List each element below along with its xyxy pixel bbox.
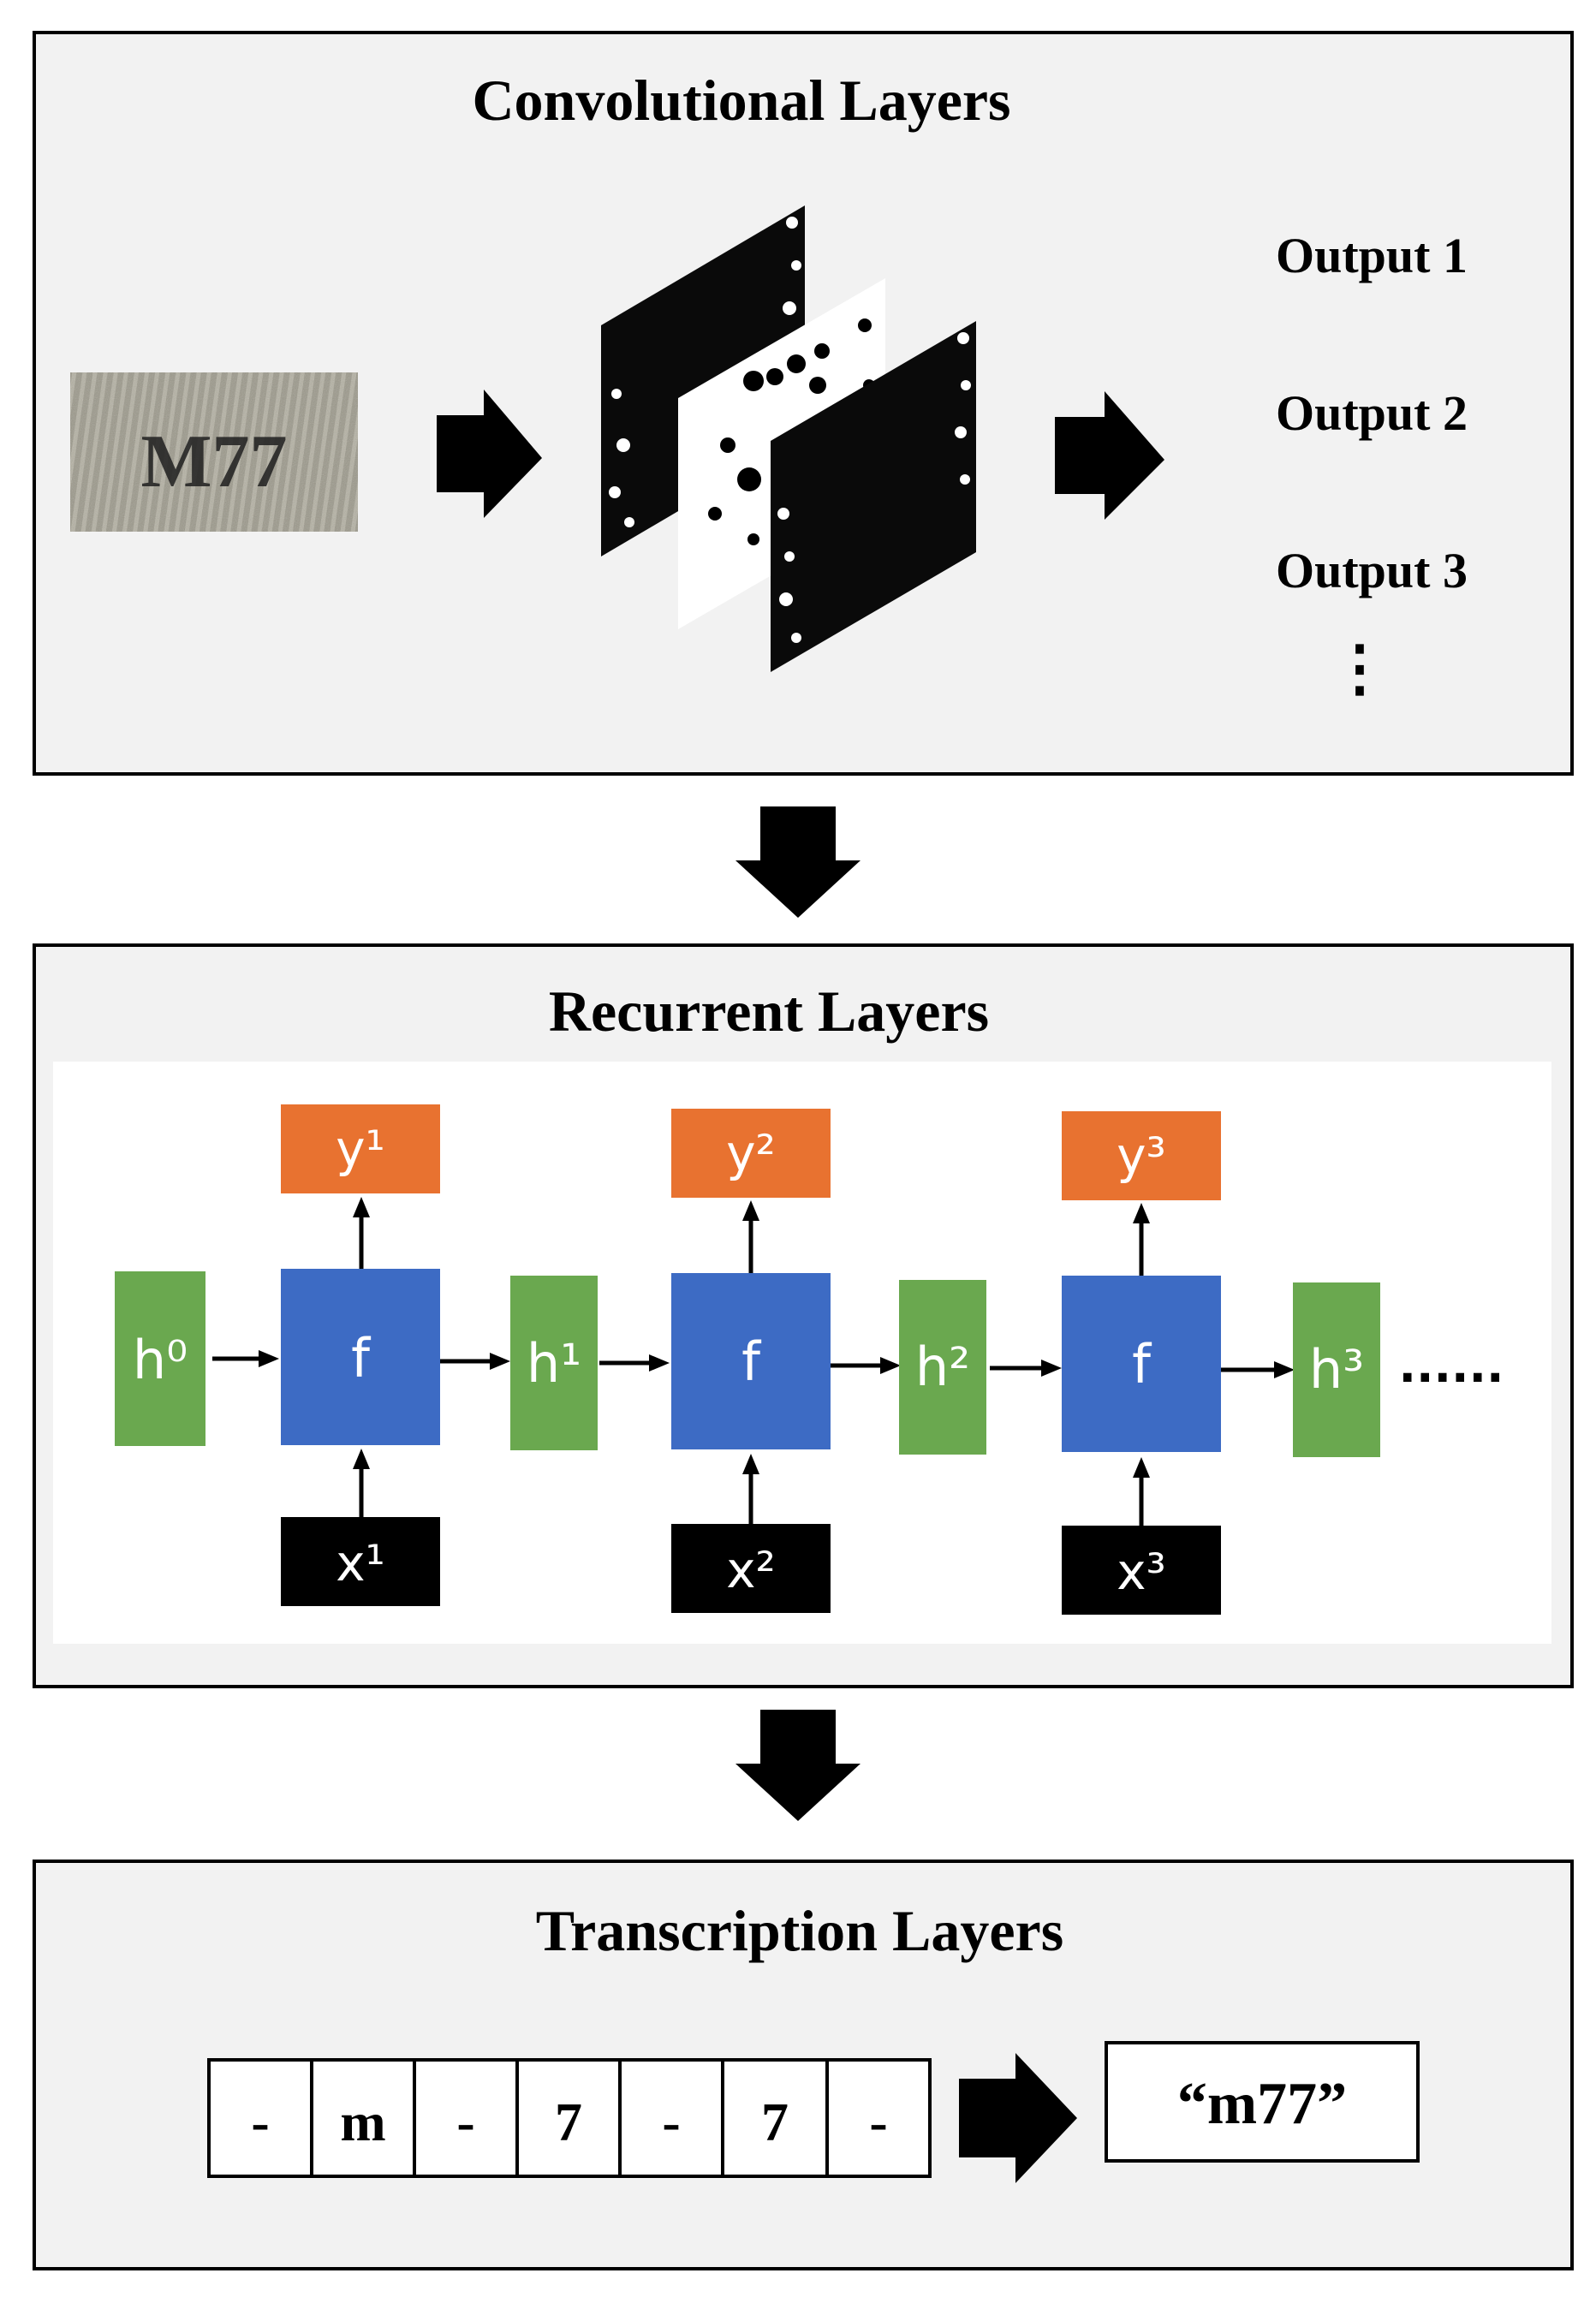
ctc-token-7: - <box>869 2092 887 2152</box>
arrow-down-icon <box>735 806 861 918</box>
recurrent-panel: Recurrent Layers <box>33 943 1574 1688</box>
input-image: M77 <box>70 372 358 532</box>
rnn-input-2 <box>671 1524 831 1613</box>
feature-map-3-dots <box>777 332 971 643</box>
rnn-cell-2 <box>671 1273 831 1449</box>
conv-output-1: Output 1 <box>1276 228 1468 283</box>
rnn-continuation: ...... <box>1398 1339 1504 1393</box>
recurrent-title: Recurrent Layers <box>549 979 989 1044</box>
hidden-state-1 <box>510 1276 598 1450</box>
rnn-input-1-label: x¹ <box>336 1534 385 1592</box>
rnn-cell-3 <box>1062 1276 1221 1452</box>
conv-title: Convolutional Layers <box>472 68 1010 133</box>
transcription-result-box <box>1105 2041 1420 2163</box>
feature-map-1 <box>601 205 805 556</box>
rnn-cell-3-label: f <box>1132 1333 1152 1395</box>
conv-panel: Convolutional Layers M77 <box>33 31 1574 776</box>
rnn-output-1-label: y¹ <box>336 1120 385 1178</box>
rnn-connections <box>212 1214 1277 1526</box>
input-image-grain <box>70 372 358 532</box>
transcription-result: “m77” <box>1177 2071 1347 2137</box>
arrow-right-icon <box>1055 391 1164 520</box>
hidden-state-0-label: h⁰ <box>133 1329 188 1391</box>
hidden-state-0 <box>115 1271 205 1446</box>
rnn-input-2-label: x² <box>726 1541 776 1599</box>
transcription-title: Transcription Layers <box>536 1898 1063 1963</box>
ctc-token-1: - <box>251 2092 269 2152</box>
rnn-cell-1-label: f <box>351 1327 372 1390</box>
rnn-input-3-label: x³ <box>1117 1543 1166 1601</box>
rnn-output-3 <box>1062 1111 1221 1200</box>
ctc-token-6: 7 <box>761 2092 789 2152</box>
ctc-token-5: - <box>662 2092 680 2152</box>
conv-output-3: Output 3 <box>1276 543 1468 598</box>
ctc-sequence-frame <box>207 2058 932 2178</box>
rnn-input-1 <box>281 1517 440 1606</box>
arrow-right-icon <box>437 390 542 518</box>
arrow-right-icon <box>959 2053 1077 2183</box>
rnn-cell-2-label: f <box>741 1330 762 1393</box>
ctc-sequence-dividers <box>310 2060 829 2176</box>
rnn-output-3-label: y³ <box>1117 1127 1166 1185</box>
rnn-output-2 <box>671 1109 831 1198</box>
ctc-sequence: - m - 7 - 7 - <box>207 2058 932 2178</box>
rnn-input-3 <box>1062 1526 1221 1615</box>
rnn-arrowheads <box>259 1197 1295 1478</box>
ctc-token-3: - <box>456 2092 474 2152</box>
hidden-state-2 <box>899 1280 986 1455</box>
input-image-text: M77 <box>140 420 287 503</box>
conv-output-2: Output 2 <box>1276 385 1468 441</box>
ctc-token-4: 7 <box>555 2092 582 2152</box>
hidden-state-3 <box>1293 1282 1380 1457</box>
ctc-token-2: m <box>340 2092 385 2152</box>
hidden-state-3-label: h³ <box>1309 1338 1364 1401</box>
hidden-state-1-label: h¹ <box>527 1332 581 1395</box>
arrow-down-icon <box>735 1710 861 1821</box>
rnn-cell-1 <box>281 1269 440 1445</box>
transcription-panel: Transcription Layers - m - 7 - 7 - “m77” <box>33 1860 1574 2270</box>
hidden-state-2-label: h² <box>915 1336 970 1398</box>
feature-map-3 <box>771 321 976 672</box>
rnn-output-2-label: y² <box>726 1124 776 1182</box>
feature-maps <box>601 205 976 672</box>
conv-output-ellipsis: ⋮ <box>1329 634 1391 703</box>
rnn-output-1 <box>281 1104 440 1193</box>
